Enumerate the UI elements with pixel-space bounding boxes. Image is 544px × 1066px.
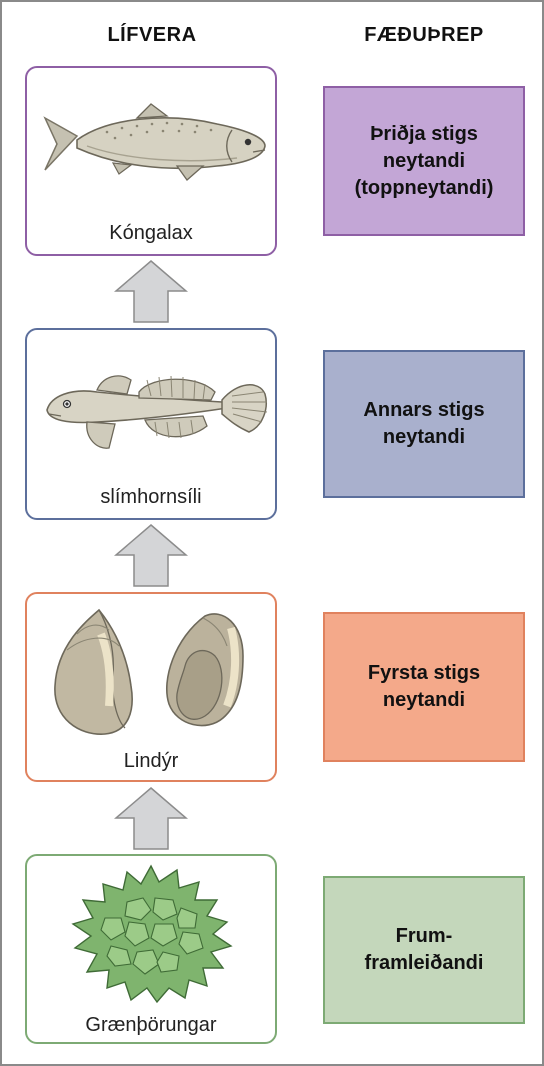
organism-column-header: LÍFVERA <box>107 24 197 46</box>
organism-box-algae: Grænþörungar <box>25 854 277 1044</box>
trophic-level-label-primary: Fyrsta stigs neytandi <box>367 662 481 711</box>
organism-label-algae: Grænþörungar <box>85 1014 217 1036</box>
trophic-level-label-tertiary: Þriðja stigs neytandi (toppneytandi) <box>354 122 494 199</box>
salmon-icon <box>43 103 266 181</box>
trophic-level-box-producer: Frum- framleiðandi <box>323 876 525 1024</box>
trophic-level-box-secondary: Annars stigs neytandi <box>323 350 525 498</box>
arrow-up-icon <box>113 524 189 587</box>
arrow-up-icon <box>113 260 189 323</box>
organism-box-sculpin: slímhornsíli <box>25 328 277 520</box>
organism-label-sculpin: slímhornsíli <box>100 486 202 508</box>
organism-box-snail: Lindýr <box>25 592 277 782</box>
organism-label-salmon: Kóngalax <box>109 222 193 244</box>
trophic-level-box-primary: Fyrsta stigs neytandi <box>323 612 525 762</box>
trophic-level-label-producer: Frum- framleiðandi <box>364 925 484 974</box>
organism-label-snail: Lindýr <box>123 750 179 772</box>
snail-icon <box>54 608 244 735</box>
algae-icon <box>71 864 233 1004</box>
organism-box-salmon: Kóngalax <box>25 66 277 256</box>
arrow-up-icon <box>113 787 189 850</box>
trophic-level-box-tertiary: Þriðja stigs neytandi (toppneytandi) <box>323 86 525 236</box>
trophic-level-label-secondary: Annars stigs neytandi <box>363 399 485 448</box>
trophic-level-column-header: FÆÐUÞREP <box>364 24 484 46</box>
fish-icon <box>46 375 268 449</box>
